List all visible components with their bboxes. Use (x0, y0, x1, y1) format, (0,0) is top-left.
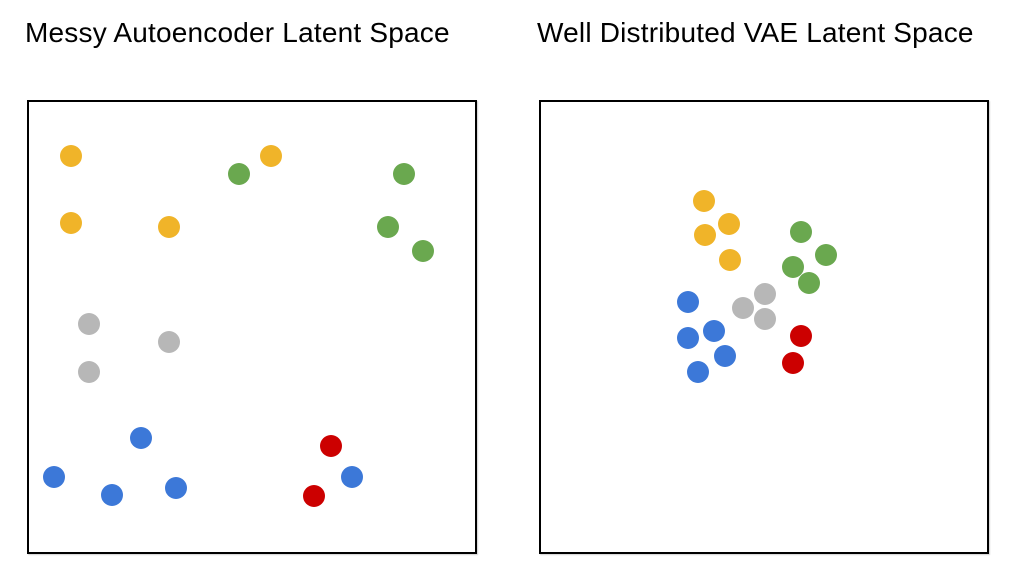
gray-data-point (753, 308, 776, 331)
blue-data-point (687, 360, 710, 383)
yellow-data-point (718, 213, 741, 236)
green-data-point (781, 256, 804, 279)
gray-data-point (77, 312, 100, 335)
green-data-point (798, 271, 821, 294)
gray-data-point (753, 283, 776, 306)
green-data-point (789, 221, 812, 244)
blue-data-point (677, 290, 700, 313)
red-data-point (790, 325, 813, 347)
blue-data-point (702, 320, 725, 343)
red-data-point (302, 484, 325, 507)
gray-data-point (158, 331, 181, 354)
blue-data-point (714, 345, 737, 368)
yellow-data-point (692, 189, 715, 212)
yellow-data-point (60, 211, 83, 234)
red-data-point (320, 434, 343, 457)
green-data-point (814, 244, 837, 267)
yellow-data-point (259, 144, 282, 167)
blue-data-point (42, 465, 65, 488)
green-data-point (393, 162, 416, 185)
vae-scatter-plot (539, 100, 989, 554)
red-data-point (781, 351, 804, 374)
yellow-data-point (718, 249, 741, 272)
blue-data-point (340, 466, 363, 489)
gray-data-point (732, 297, 755, 320)
blue-data-point (677, 327, 700, 350)
yellow-data-point (693, 223, 716, 246)
autoencoder-scatter-plot (27, 100, 477, 554)
green-data-point (227, 162, 250, 185)
blue-data-point (130, 427, 153, 450)
gray-data-point (77, 361, 100, 384)
green-data-point (412, 239, 435, 262)
blue-data-point (165, 476, 188, 499)
blue-data-point (101, 484, 124, 507)
vae-plot-title: Well Distributed VAE Latent Space (537, 17, 974, 48)
yellow-data-point (158, 215, 181, 238)
yellow-data-point (60, 145, 83, 167)
autoencoder-plot-title: Messy Autoencoder Latent Space (25, 17, 450, 48)
green-data-point (376, 216, 399, 239)
